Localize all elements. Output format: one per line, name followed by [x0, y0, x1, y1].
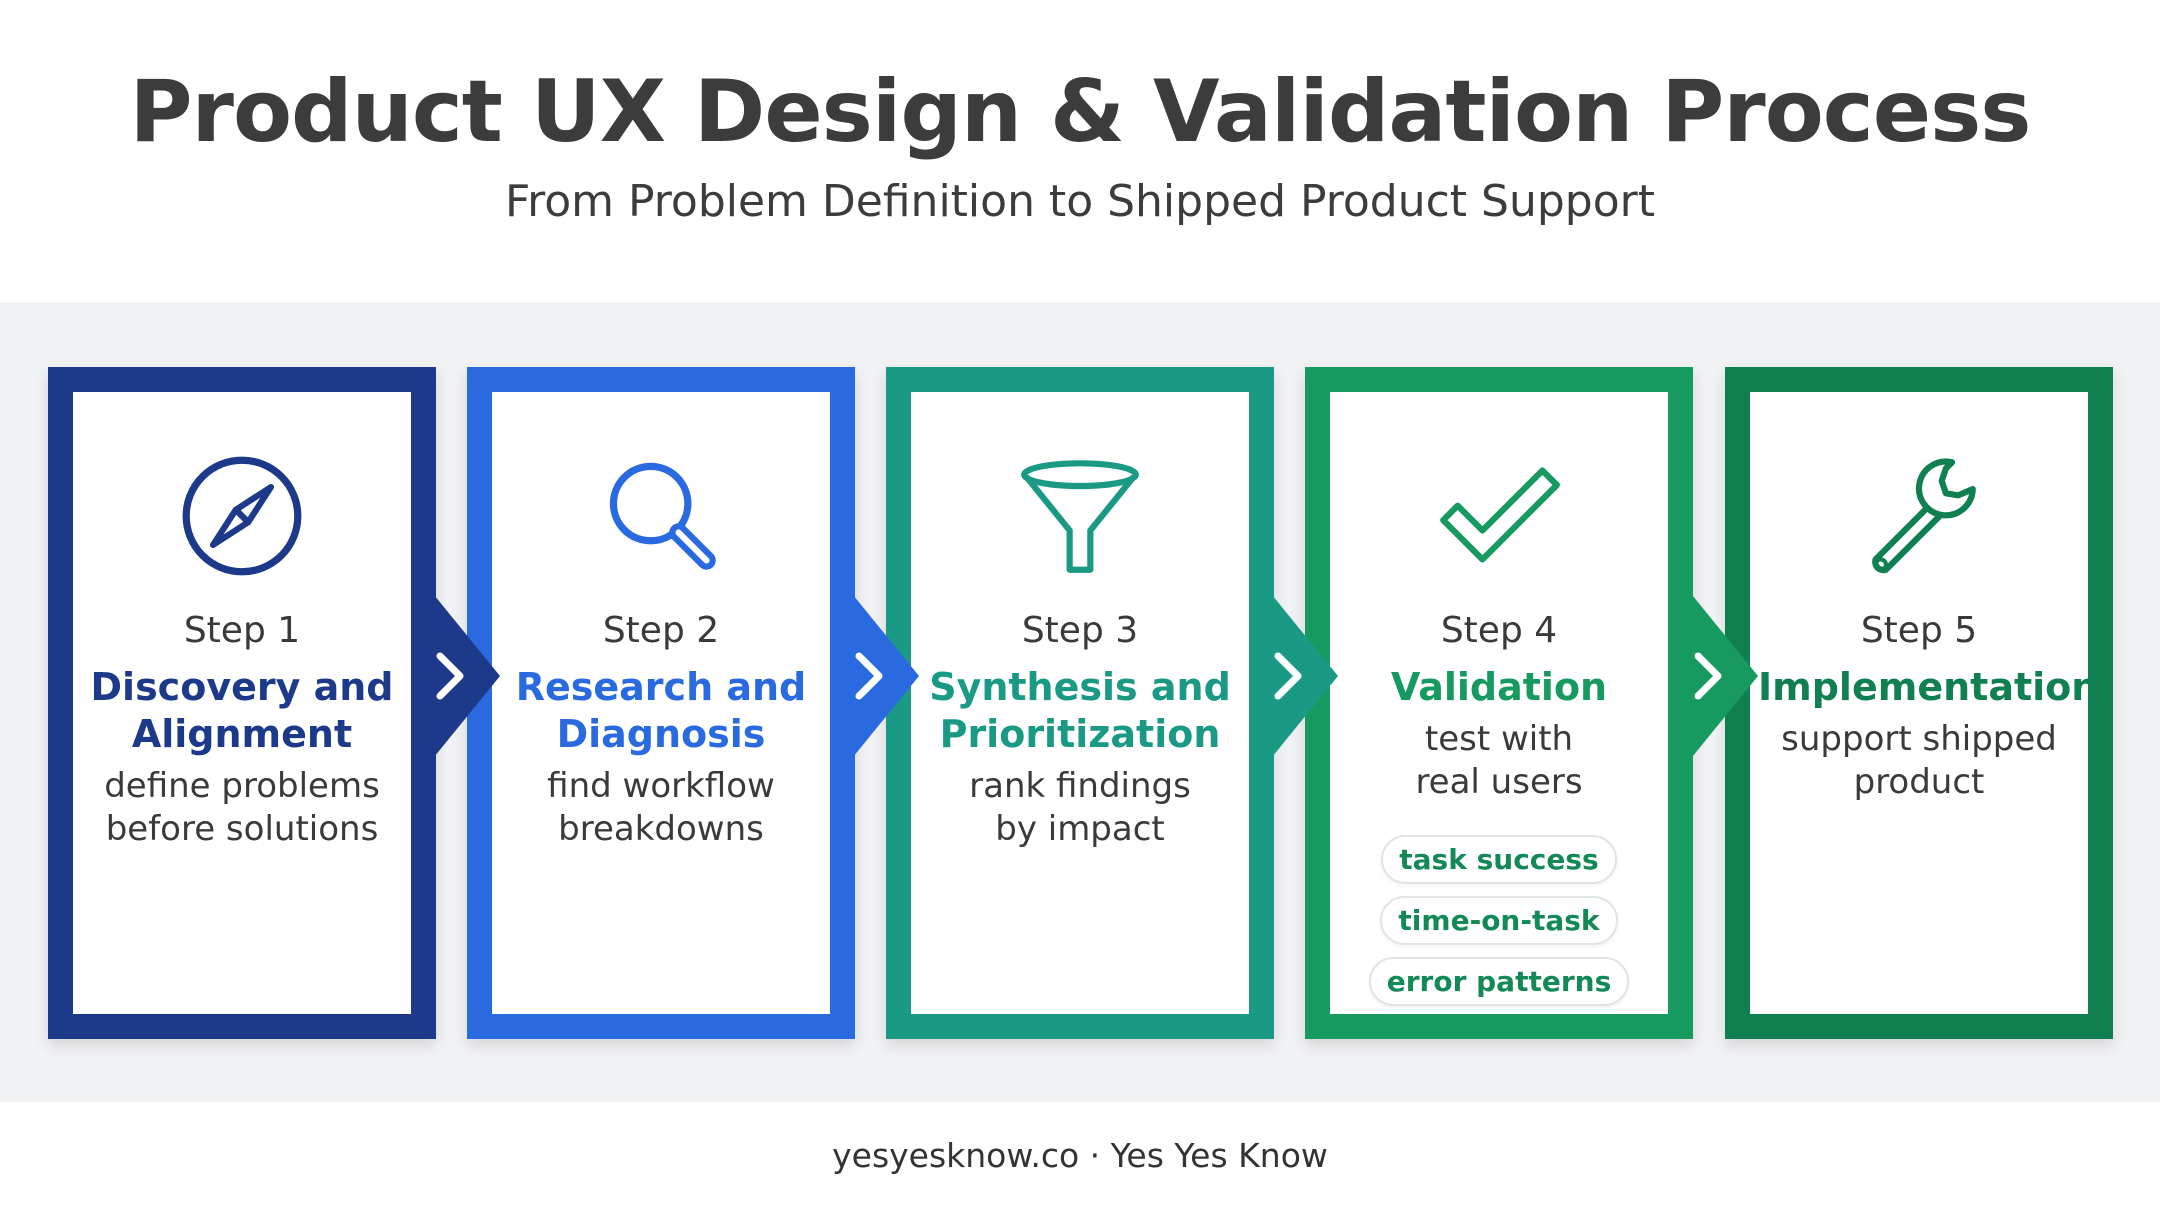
page-title: Product UX Design & Validation Process: [129, 62, 2032, 162]
step-card-5: Step 5 Implementation support shipped pr…: [1725, 367, 2113, 1039]
chevron-right-icon: [430, 590, 500, 762]
wrench-icon: [1857, 454, 1981, 578]
step-name-line: Research and: [515, 665, 807, 709]
chevron-right-icon: [1268, 590, 1338, 762]
step-name-line: Alignment: [131, 712, 353, 756]
step-description: define problems before solutions: [81, 765, 403, 851]
step-description-line: by impact: [995, 809, 1165, 849]
chevron-right-icon: [849, 590, 919, 762]
step-label: Step 4: [1440, 610, 1558, 651]
footer-credit: yesyesknow.co · Yes Yes Know: [832, 1136, 1328, 1175]
step-name: Synthesis and Prioritization: [919, 664, 1241, 758]
tag-time-on-task: time-on-task: [1380, 896, 1618, 945]
step-description: find workflow breakdowns: [500, 765, 822, 851]
step-description-line: breakdowns: [558, 809, 764, 849]
tag-error-patterns: error patterns: [1368, 957, 1630, 1006]
step-card-2: Step 2 Research and Diagnosis find workf…: [467, 367, 855, 1039]
step-label: Step 2: [602, 610, 720, 651]
step-name-line: Synthesis and: [929, 665, 1231, 709]
step-label: Step 5: [1860, 610, 1978, 651]
step-name-line: Validation: [1390, 665, 1608, 709]
step-name: Discovery and Alignment: [81, 664, 403, 758]
chevron-right-icon: [1688, 590, 1758, 762]
step-name: Research and Diagnosis: [500, 664, 822, 758]
step-description-line: define problems: [104, 766, 380, 806]
step-name-line: Implementation: [1758, 665, 2099, 709]
step-label: Step 3: [1021, 610, 1139, 651]
step-description-line: before solutions: [105, 809, 379, 849]
page-subtitle: From Problem Definition to Shipped Produ…: [505, 176, 1655, 227]
step-card-4: Step 4 Validation test with real users t…: [1305, 367, 1693, 1039]
step-description: support shipped product: [1758, 718, 2080, 804]
step-label: Step 1: [183, 610, 301, 651]
step-description-line: find workflow: [547, 766, 775, 806]
step-description: test with real users: [1338, 718, 1660, 804]
step-card-1: Step 1 Discovery and Alignment define pr…: [48, 367, 436, 1039]
step-name-line: Discovery and: [90, 665, 394, 709]
step-name-line: Diagnosis: [556, 712, 766, 756]
step-description: rank findings by impact: [919, 765, 1241, 851]
tag-task-success: task success: [1381, 835, 1617, 884]
step-description-line: real users: [1415, 762, 1583, 802]
magnifier-icon: [599, 454, 723, 578]
step-description-line: product: [1853, 762, 1985, 802]
compass-icon: [180, 454, 304, 578]
funnel-icon: [1018, 454, 1142, 578]
step-name: Implementation: [1758, 664, 2099, 711]
step-name: Validation: [1338, 664, 1660, 711]
step-name-line: Prioritization: [939, 712, 1221, 756]
step-description-line: support shipped: [1781, 719, 2057, 759]
step-description-line: test with: [1424, 719, 1574, 759]
metric-tags: task success time-on-task error patterns: [1330, 835, 1668, 1006]
step-card-3: Step 3 Synthesis and Prioritization rank…: [886, 367, 1274, 1039]
checkmark-icon: [1437, 454, 1561, 578]
step-description-line: rank findings: [969, 766, 1191, 806]
